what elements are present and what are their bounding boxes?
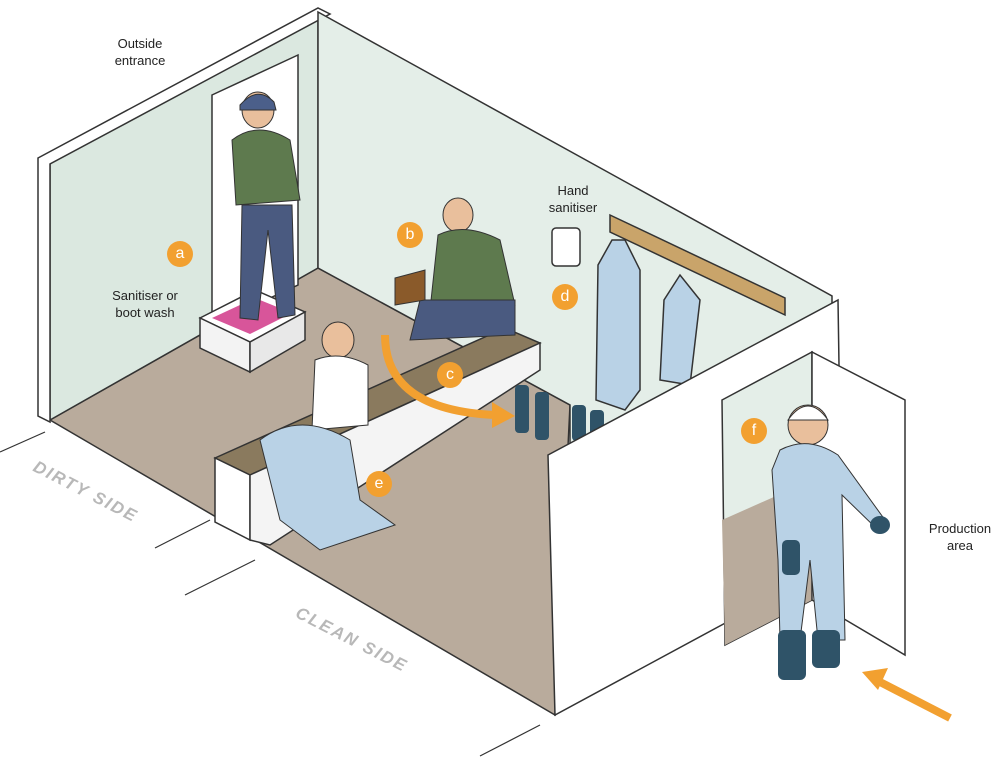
marker-f: f: [741, 418, 767, 444]
marker-a: a: [167, 241, 193, 267]
boots: [572, 405, 586, 441]
arrow-head: [862, 668, 888, 690]
marker-d: d: [552, 284, 578, 310]
label-sanitiser-boot-wash: Sanitiser or boot wash: [112, 288, 178, 320]
label-hand-sanitiser: Hand sanitiser: [548, 183, 598, 215]
marker-e: e: [366, 471, 392, 497]
worker-removing-shoes: [394, 197, 516, 341]
worker-putting-on-coverall: [259, 321, 397, 551]
worker-entering: [231, 91, 301, 321]
marker-b: b: [397, 222, 423, 248]
left-wall-edge: [37, 7, 332, 424]
hanging-coverall: [659, 273, 701, 386]
coat-rack: [609, 213, 786, 317]
flow-arrow-production: [878, 678, 952, 722]
boots: [515, 385, 529, 433]
side-divider-lines: [0, 431, 541, 757]
hanging-coverall: [595, 239, 641, 411]
label-production-area: Production area: [928, 521, 992, 553]
label-outside-entrance: Outside entrance: [114, 36, 166, 68]
marker-c: c: [437, 362, 463, 388]
hand-sanitiser-dispenser: [551, 227, 581, 267]
arrow-head: [492, 402, 515, 428]
flow-arrow-c: [381, 334, 496, 419]
worker-in-ppe: [771, 404, 890, 680]
